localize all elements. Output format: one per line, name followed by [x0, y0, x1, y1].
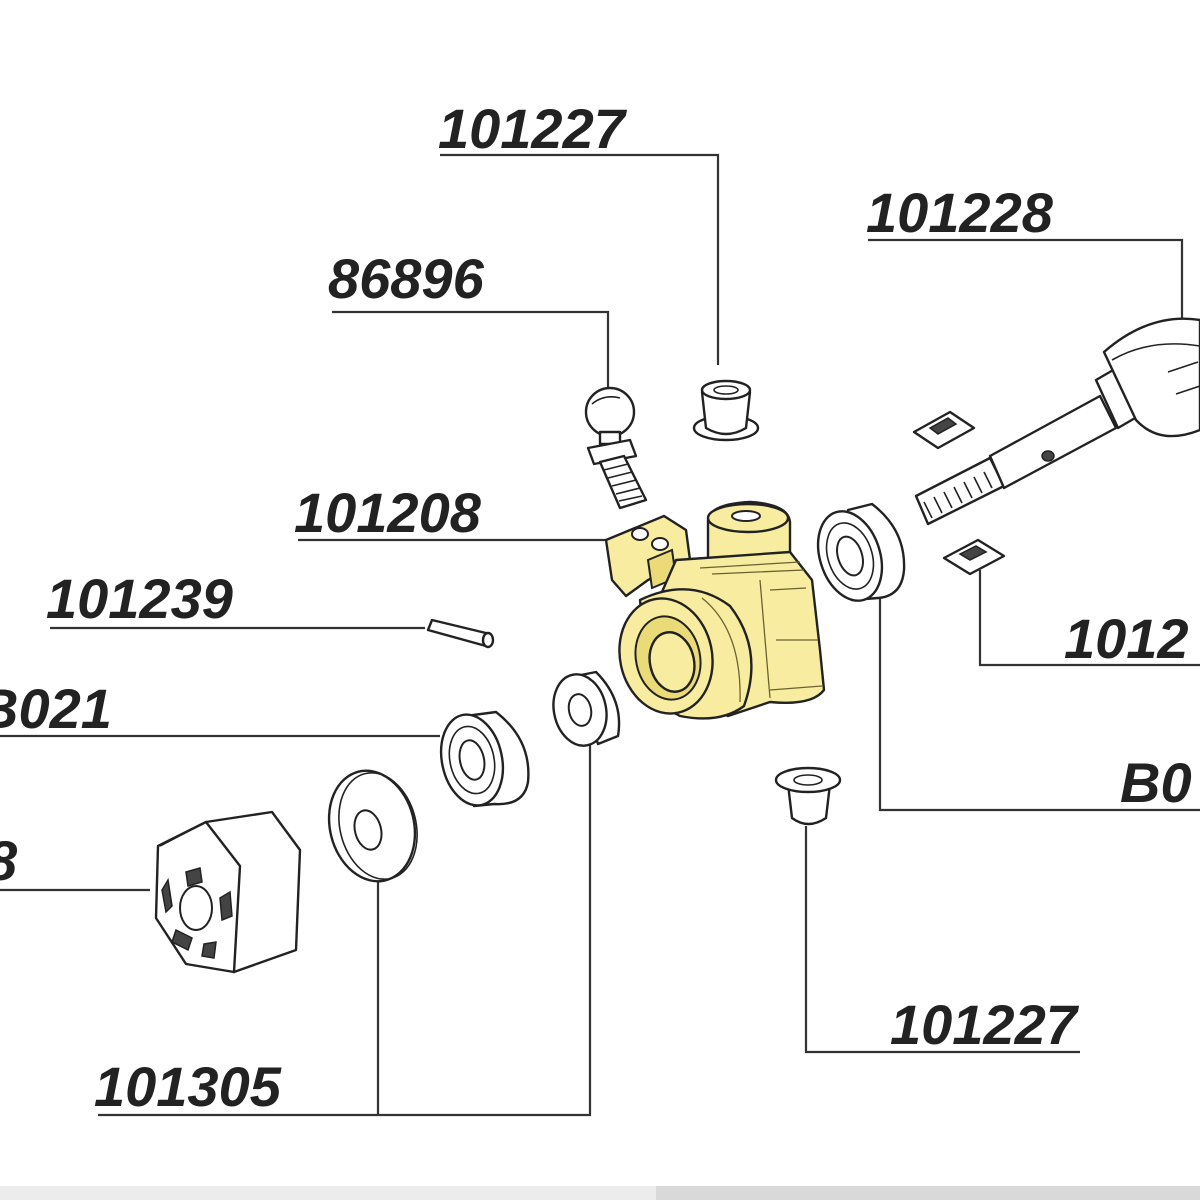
- cup-bushing-bottom-part: [774, 766, 842, 826]
- label-washers: 101305: [94, 1055, 282, 1118]
- spacer-ring-part: [552, 670, 621, 747]
- leader-cup-bottom: [804, 826, 1080, 1054]
- leader-axle: [868, 238, 1184, 320]
- leader-ball-stud: [332, 310, 610, 400]
- bottom-bar-right: [656, 1186, 1200, 1200]
- label-bearing-left: B021: [0, 677, 112, 740]
- bearing-left-part: [439, 710, 530, 808]
- label-cup-bottom: 101227: [890, 993, 1080, 1056]
- label-knuckle: 101208: [294, 481, 482, 544]
- wheel-hex-part: [154, 810, 302, 974]
- leader-bearing-right: [878, 592, 1200, 812]
- hub-carrier-part: [604, 500, 826, 720]
- label-bearing-right: B0: [1120, 751, 1192, 814]
- leader-cup-top: [440, 153, 720, 365]
- leader-lines: [0, 153, 1200, 1117]
- label-pin: 101239: [46, 567, 233, 630]
- ball-stud-part: [584, 386, 648, 510]
- label-hex: 8: [0, 829, 18, 892]
- drive-key-lower-part: [942, 538, 1006, 576]
- drive-axle-part: [914, 317, 1200, 526]
- label-ball-stud: 86896: [328, 247, 485, 310]
- washer-part: [327, 769, 418, 883]
- part-labels: 101227 101228 86896 101208 101239 B021 8…: [0, 97, 1192, 1118]
- drive-key-upper-part: [912, 410, 976, 450]
- label-axle: 101228: [866, 181, 1054, 244]
- leader-right-key: [978, 570, 1200, 667]
- cup-bushing-top-part: [692, 379, 760, 442]
- label-cup-top: 101227: [438, 97, 628, 160]
- leader-washers: [98, 735, 592, 1117]
- hinge-pin-part: [426, 618, 495, 649]
- label-right-key: 1012: [1064, 607, 1189, 670]
- bearing-right-part: [816, 502, 906, 602]
